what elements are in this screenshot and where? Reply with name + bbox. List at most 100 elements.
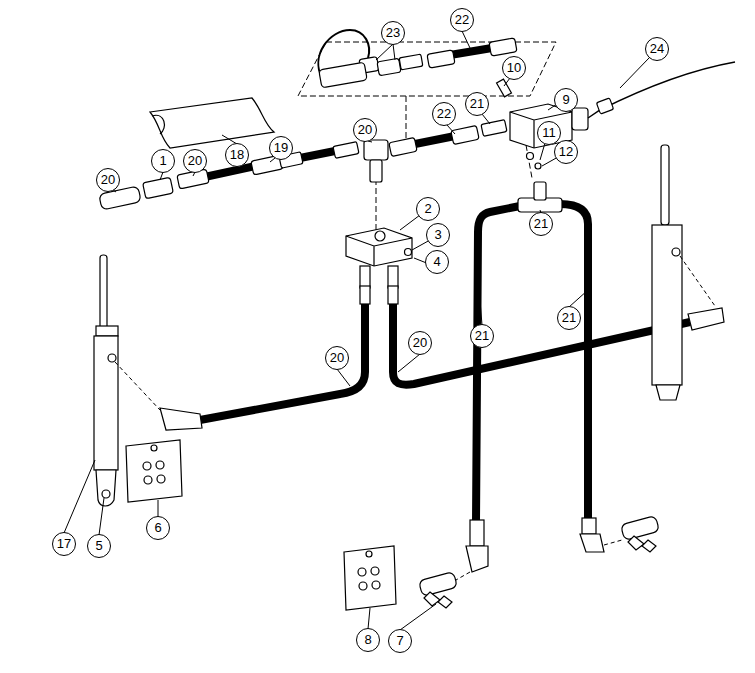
solenoid-valve (535, 163, 541, 169)
hydraulic-cylinder (100, 255, 107, 330)
hose-fitting (388, 286, 398, 304)
hose (476, 204, 588, 522)
callout-number: 21 (529, 212, 553, 236)
small-cylinder (621, 516, 660, 541)
hose-line (389, 137, 417, 156)
callout-number: 22 (432, 102, 456, 126)
hydraulic-cylinder (652, 225, 682, 385)
callout-number: 9 (554, 88, 578, 112)
leader-line (540, 143, 545, 160)
callout-number: 22 (450, 8, 474, 32)
seal-kit-pack (366, 551, 372, 557)
distribution-valve (375, 231, 385, 241)
distribution-valve (360, 266, 370, 288)
leader-line (160, 172, 163, 180)
distribution-valve (346, 228, 412, 266)
hydraulic-cylinder (108, 354, 116, 362)
solenoid-valve (497, 62, 735, 169)
small-cylinder (419, 516, 660, 608)
hose (560, 204, 588, 520)
seal-kit-pack (344, 546, 396, 610)
leader-line (400, 604, 436, 630)
small-cylinder (419, 572, 458, 597)
hose-fitting (360, 286, 370, 304)
leader-line (620, 58, 649, 88)
small-cylinder (642, 540, 656, 552)
hose-fitting (582, 518, 596, 534)
dashed-leader (680, 256, 715, 306)
hose-fitting (466, 182, 604, 572)
seal-kit-pack (157, 475, 165, 483)
seal-kit-pack (371, 567, 379, 575)
seal-kit-pack (358, 568, 366, 576)
seal-kit-pack (143, 462, 151, 470)
hose-line (200, 165, 260, 178)
leader-line (569, 290, 588, 307)
callout-number: 10 (502, 56, 526, 80)
callout-number: 5 (87, 534, 111, 558)
leader-line (337, 369, 350, 386)
hose (476, 206, 520, 522)
small-cylinder (424, 592, 440, 606)
hose-fitting (160, 286, 724, 430)
leader-line (368, 608, 370, 629)
callout-number: 7 (388, 629, 412, 653)
seal-kit-pack (372, 581, 380, 589)
dashed-bracket (298, 42, 556, 96)
callout-number: 20 (353, 118, 377, 142)
callout-number: 6 (146, 516, 170, 540)
callout-number: 21 (470, 324, 494, 348)
seal-kit-pack (126, 440, 396, 610)
hydraulic-cylinder (94, 336, 118, 470)
solenoid-valve (596, 98, 613, 114)
solenoid-valve (588, 62, 735, 118)
callout-number: 20 (325, 346, 349, 370)
callout-number: 24 (645, 37, 669, 61)
callout-number: 20 (408, 331, 432, 355)
hydraulic-cylinder (672, 248, 680, 256)
hose-line (370, 160, 382, 182)
distribution-valve (388, 266, 398, 288)
hose-line (333, 142, 359, 159)
hose-line (364, 140, 388, 160)
callout-number: 11 (537, 121, 561, 145)
hose-fitting (688, 308, 724, 330)
callout-number: 20 (183, 149, 207, 173)
hose-fitting (160, 408, 202, 430)
quick-coupler (318, 30, 422, 88)
dashed-bracket (526, 145, 532, 178)
callout-number: 2 (416, 197, 440, 221)
hose (200, 300, 690, 420)
hose-line (99, 120, 507, 210)
hose (393, 300, 690, 385)
solenoid-valve (527, 153, 534, 160)
sheet (150, 98, 274, 148)
hose-line (410, 136, 455, 145)
leader-line (462, 31, 470, 48)
dashed-leader (604, 540, 622, 545)
solenoid-valve (497, 79, 512, 97)
leader-line (270, 158, 275, 162)
hydraulic-cylinder (96, 470, 116, 506)
leader-line (447, 125, 455, 134)
sheet (150, 98, 274, 148)
leader-line (99, 498, 104, 535)
hose-line (451, 125, 479, 144)
quick-coupler (319, 62, 367, 88)
dashed-leader (456, 572, 470, 580)
leader-line (398, 354, 420, 372)
hydraulic-cylinder (661, 145, 669, 225)
small-cylinder (628, 536, 644, 550)
small-cylinder (438, 596, 452, 608)
callout-number: 21 (557, 306, 581, 330)
hose-fitting (466, 546, 488, 572)
hose-line (481, 120, 507, 137)
callout-number: 1 (151, 149, 175, 173)
hose-fitting (534, 182, 546, 200)
hydraulic-cylinder (94, 145, 682, 506)
callout-number: 8 (356, 628, 380, 652)
hose-fitting (580, 534, 604, 552)
callout-number: 23 (381, 21, 405, 45)
callout-number: 20 (96, 168, 120, 192)
quick-coupler (399, 54, 423, 70)
